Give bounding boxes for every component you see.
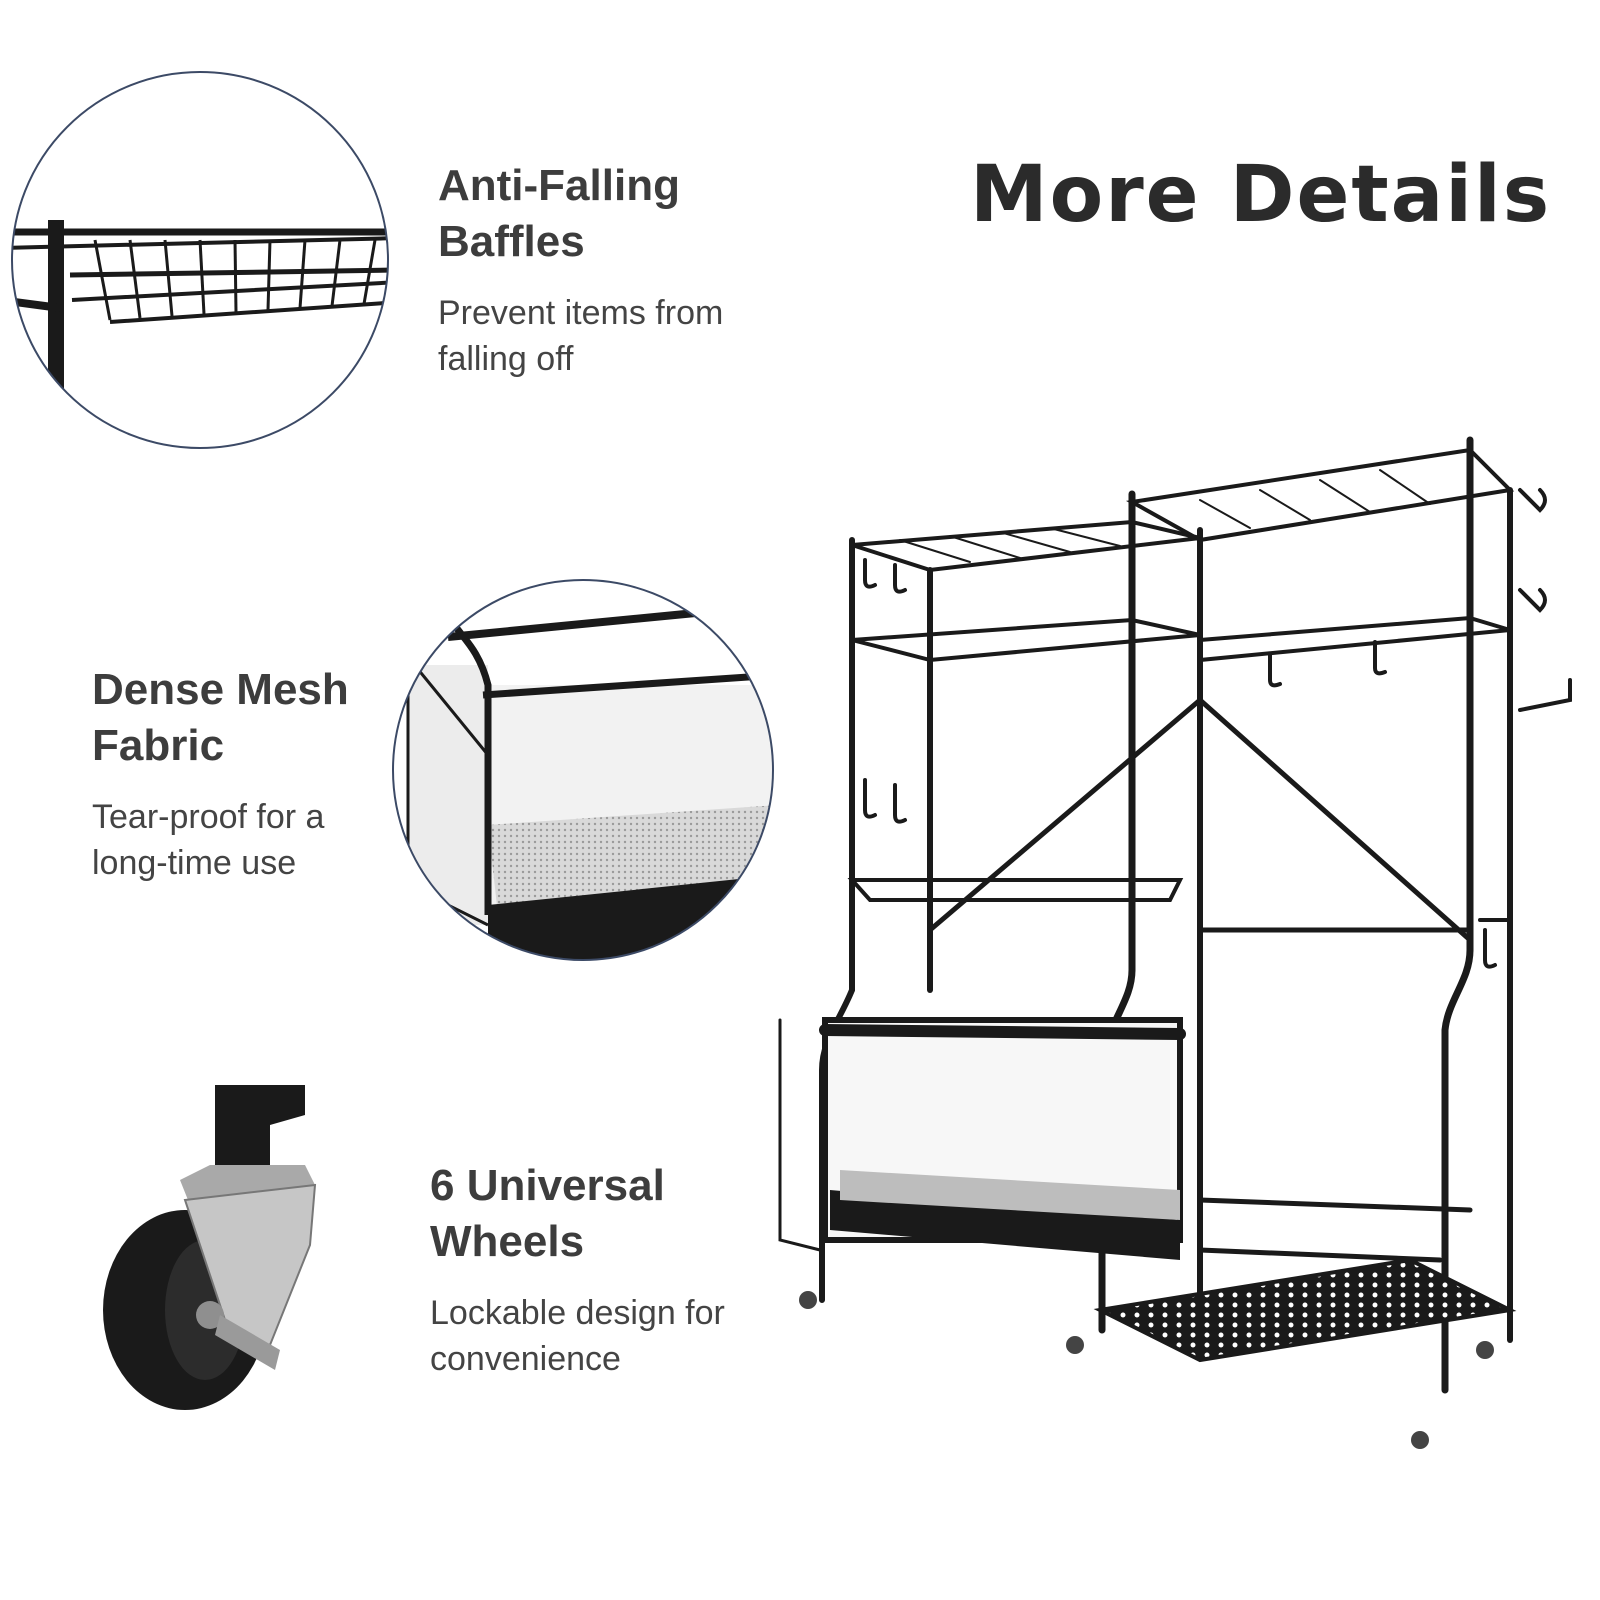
feature-universal-wheels: 6 Universal Wheels Lockable design for c… bbox=[430, 1158, 725, 1382]
page-title: More Details bbox=[970, 150, 1552, 240]
feature-title: Anti-Falling Baffles bbox=[438, 158, 723, 270]
feature-desc-line: falling off bbox=[438, 340, 574, 378]
feature-description: Tear-proof for a long-time use bbox=[92, 794, 349, 886]
feature-title-line: Anti-Falling bbox=[438, 161, 680, 210]
feature-title-line: Baffles bbox=[438, 217, 585, 266]
feature-title-line: Dense Mesh bbox=[92, 665, 349, 714]
feature-desc-line: Lockable design for bbox=[430, 1294, 725, 1332]
feature-desc-line: convenience bbox=[430, 1340, 621, 1378]
feature-description: Prevent items from falling off bbox=[438, 290, 723, 382]
storage-rack-product-image bbox=[778, 436, 1572, 1449]
wire-basket-closeup-image bbox=[11, 71, 389, 449]
mesh-hamper-closeup-image bbox=[392, 579, 774, 961]
feature-title: 6 Universal Wheels bbox=[430, 1158, 725, 1270]
feature-title: Dense Mesh Fabric bbox=[92, 662, 349, 774]
feature-title-line: 6 Universal bbox=[430, 1161, 665, 1210]
feature-desc-line: Tear-proof for a bbox=[92, 798, 325, 836]
feature-title-line: Wheels bbox=[430, 1217, 585, 1266]
feature-description: Lockable design for convenience bbox=[430, 1290, 725, 1382]
feature-desc-line: long-time use bbox=[92, 844, 297, 882]
feature-title-line: Fabric bbox=[92, 721, 225, 770]
feature-desc-line: Prevent items from bbox=[438, 294, 724, 332]
caster-wheel-image bbox=[103, 1085, 317, 1410]
feature-dense-mesh: Dense Mesh Fabric Tear-proof for a long-… bbox=[92, 662, 349, 886]
feature-anti-falling: Anti-Falling Baffles Prevent items from … bbox=[438, 158, 723, 382]
